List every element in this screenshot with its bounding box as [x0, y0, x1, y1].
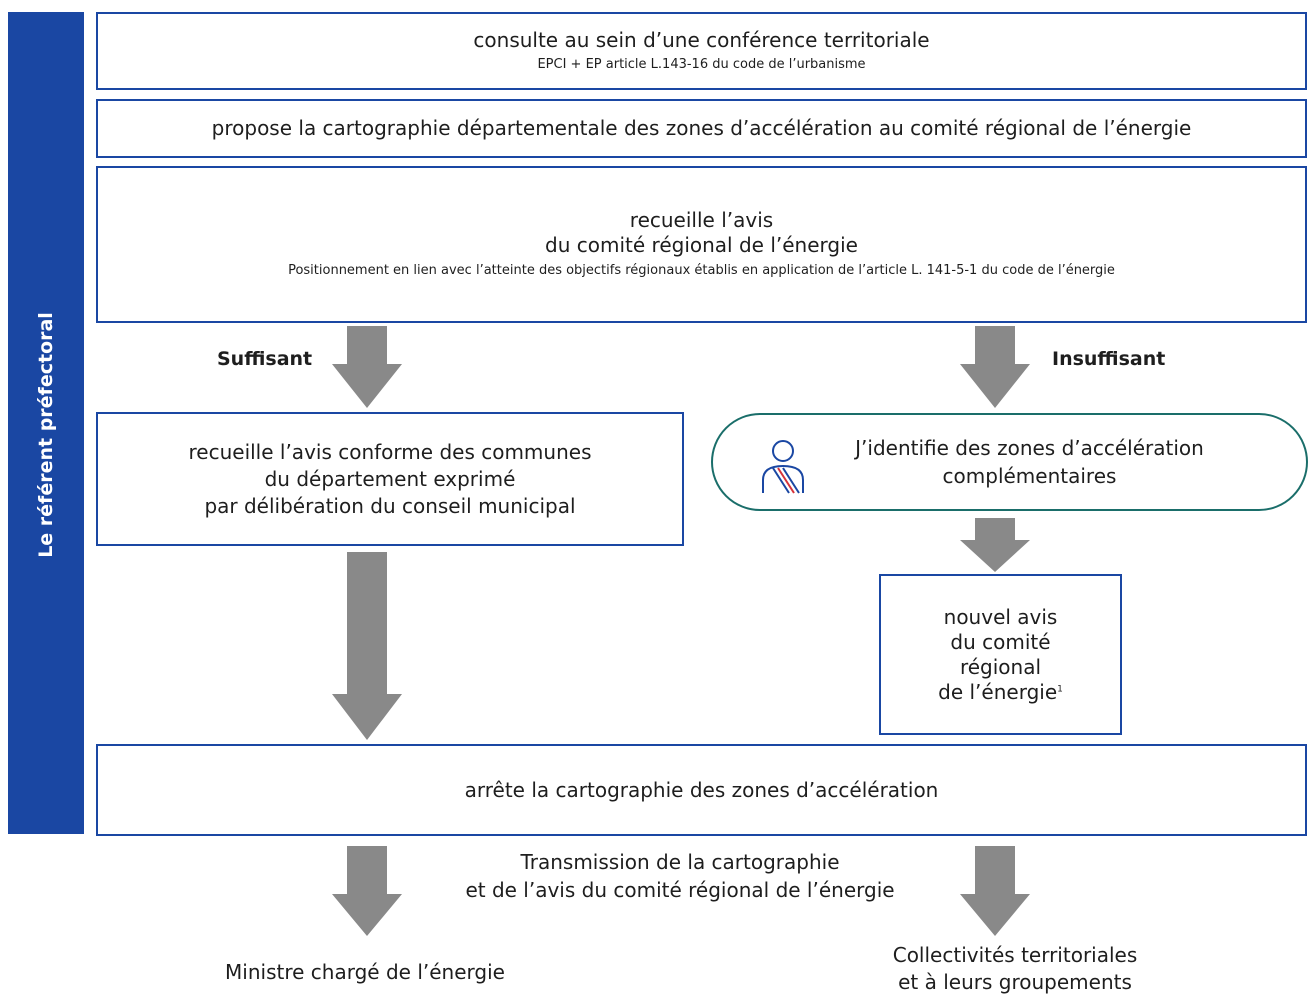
step-arrete-title: arrête la cartographie des zones d’accél…: [464, 777, 939, 802]
step-propose-title: propose la cartographie départementale d…: [211, 116, 1192, 140]
step-consulte-box: consulte au sein d’une conférence territ…: [96, 12, 1307, 90]
step-nouvel-line1: nouvel avis: [943, 604, 1058, 629]
referent-band: Le référent préfectoral: [8, 12, 84, 834]
step-identifie-line2: complémentaires: [942, 464, 1117, 488]
recipient-collectivites-line1: Collectivités territoriales: [892, 943, 1138, 967]
branch-label-suffisant: Suffisant: [217, 348, 313, 370]
arrow-to-arrete: [332, 552, 402, 740]
recipient-ministre: Ministre chargé de l’énergie: [225, 960, 505, 984]
step-consulte-title: consulte au sein d’une conférence territ…: [473, 27, 930, 52]
step-recueille-box: recueille l’avis du comité régional de l…: [96, 166, 1307, 323]
step-recueille-line1: recueille l’avis: [629, 208, 774, 232]
transmission-line2: et de l’avis du comité régional de l’éne…: [465, 878, 895, 902]
step-nouvel-line3: régional: [959, 654, 1042, 679]
step-arrete-box: arrête la cartographie des zones d’accél…: [96, 744, 1307, 836]
person-with-sash-icon: [762, 440, 804, 494]
referent-label: Le référent préfectoral: [35, 312, 57, 558]
transmission-text: Transmission de la cartographie et de l’…: [400, 848, 960, 904]
arrow-suffisant: [332, 326, 402, 408]
recipient-collectivites-line2: et à leurs groupements: [898, 970, 1132, 994]
step-nouvel-line2: du comité: [950, 629, 1051, 654]
step-recueille-line2: du comité régional de l’énergie: [545, 233, 858, 257]
step-conforme-box: recueille l’avis conforme des communes d…: [96, 412, 684, 546]
step-conforme-line3: par délibération du conseil municipal: [204, 493, 576, 518]
arrow-to-collectivites: [960, 846, 1030, 936]
transmission-line1: Transmission de la cartographie: [520, 850, 840, 874]
arrow-to-ministre: [332, 846, 402, 936]
step-identifie-line1: J’identifie des zones d’accélération: [855, 436, 1204, 460]
step-conforme-line2: du département exprimé: [264, 466, 516, 491]
branch-label-insuffisant: Insuffisant: [1052, 348, 1166, 370]
arrow-insuffisant: [960, 326, 1030, 408]
step-identifie-box: J’identifie des zones d’accélération com…: [711, 413, 1308, 511]
step-conforme-line1: recueille l’avis conforme des communes: [188, 439, 592, 464]
step-nouvel-line4: de l’énergie: [938, 679, 1058, 704]
step-consulte-subtitle: EPCI + EP article L.143-16 du code de l’…: [537, 56, 866, 72]
step-nouvel-avis-box: nouvel avis du comité régional de l’éner…: [879, 574, 1122, 735]
arrow-to-nouvel-avis: [960, 518, 1030, 572]
recipient-collectivites: Collectivités territoriales et à leurs g…: [830, 942, 1200, 996]
step-recueille-subtitle: Positionnement en lien avec l’atteinte d…: [288, 263, 1115, 278]
step-propose-box: propose la cartographie départementale d…: [96, 99, 1307, 158]
footnote-marker: 1: [1057, 683, 1063, 694]
